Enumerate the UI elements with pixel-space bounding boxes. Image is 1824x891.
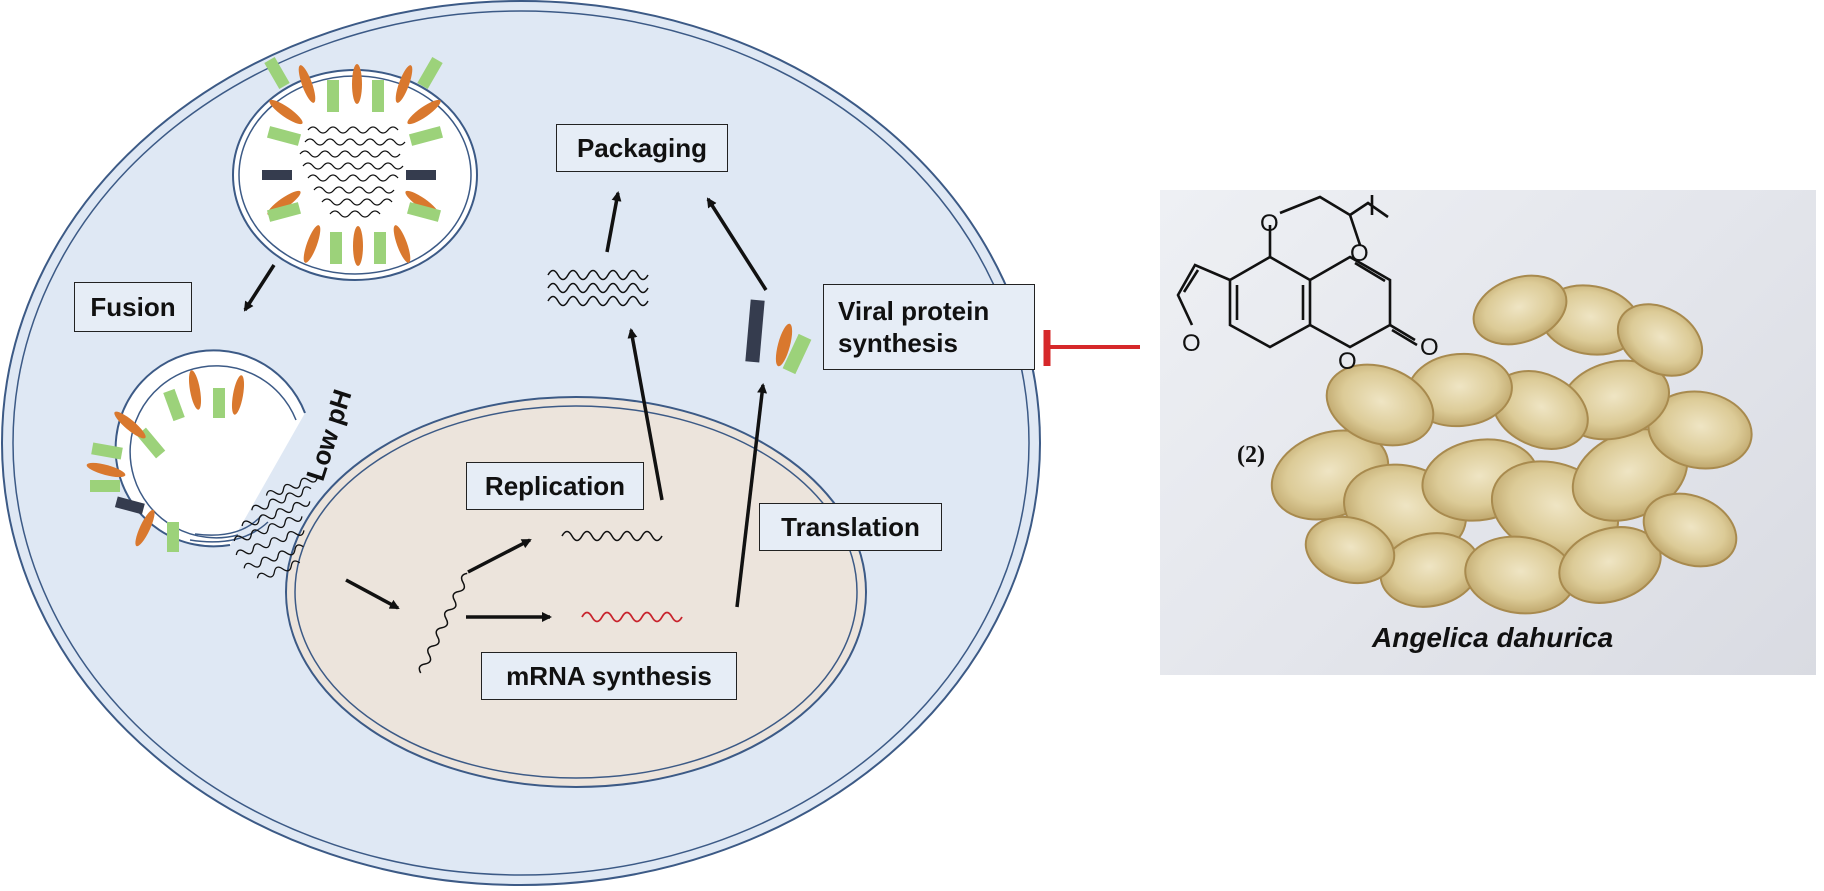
replication-label: Replication — [466, 462, 644, 510]
viral-rna-template — [418, 572, 468, 674]
structure-atoms: O O O O O — [1182, 210, 1439, 375]
epoxide-oxygen: O — [1350, 240, 1369, 267]
virion-spikes — [262, 57, 444, 266]
translation-label: Translation — [759, 503, 942, 551]
viral-protein-synthesis-label: Viral protein synthesis — [823, 284, 1035, 370]
replication-text: Replication — [484, 471, 626, 501]
mrna-synthesis-label: mRNA synthesis — [481, 652, 737, 700]
compound-structure: O O O O O — [1176, 195, 1439, 375]
nucleus — [285, 396, 867, 788]
fusion-label: Fusion — [74, 282, 192, 332]
progeny-rna-bundle — [547, 269, 649, 307]
virion-genome — [299, 126, 406, 218]
furan-oxygen: O — [1182, 330, 1201, 357]
fusion-text: Fusion — [90, 292, 176, 322]
structure-bonds — [1176, 195, 1418, 349]
virion-particle — [232, 57, 478, 281]
ether-oxygen: O — [1260, 210, 1279, 237]
endosome — [86, 349, 306, 552]
root-slices-image — [1270, 274, 1753, 615]
packaging-label: Packaging — [556, 124, 728, 172]
translation-text: Translation — [781, 512, 920, 542]
ring-oxygen: O — [1338, 348, 1357, 375]
carbonyl-oxygen: O — [1420, 334, 1439, 361]
mrna-strand — [581, 611, 683, 623]
process-arrows — [243, 191, 768, 622]
compound-number: (2) — [1237, 442, 1265, 468]
inhibition-symbol — [1043, 330, 1140, 366]
endosome-spikes — [86, 370, 245, 552]
viral-protein-synthesis-line2: synthesis — [838, 328, 958, 358]
species-name: Angelica dahurica — [1372, 622, 1614, 653]
mrna-synthesis-text: mRNA synthesis — [506, 661, 712, 691]
replicated-rna — [561, 530, 663, 542]
angelica-root-photo — [1160, 190, 1816, 675]
released-genome — [233, 476, 318, 579]
packaging-text: Packaging — [576, 133, 708, 163]
viral-protein-synthesis-line1: Viral protein — [838, 296, 990, 326]
viral-proteins — [745, 299, 812, 375]
